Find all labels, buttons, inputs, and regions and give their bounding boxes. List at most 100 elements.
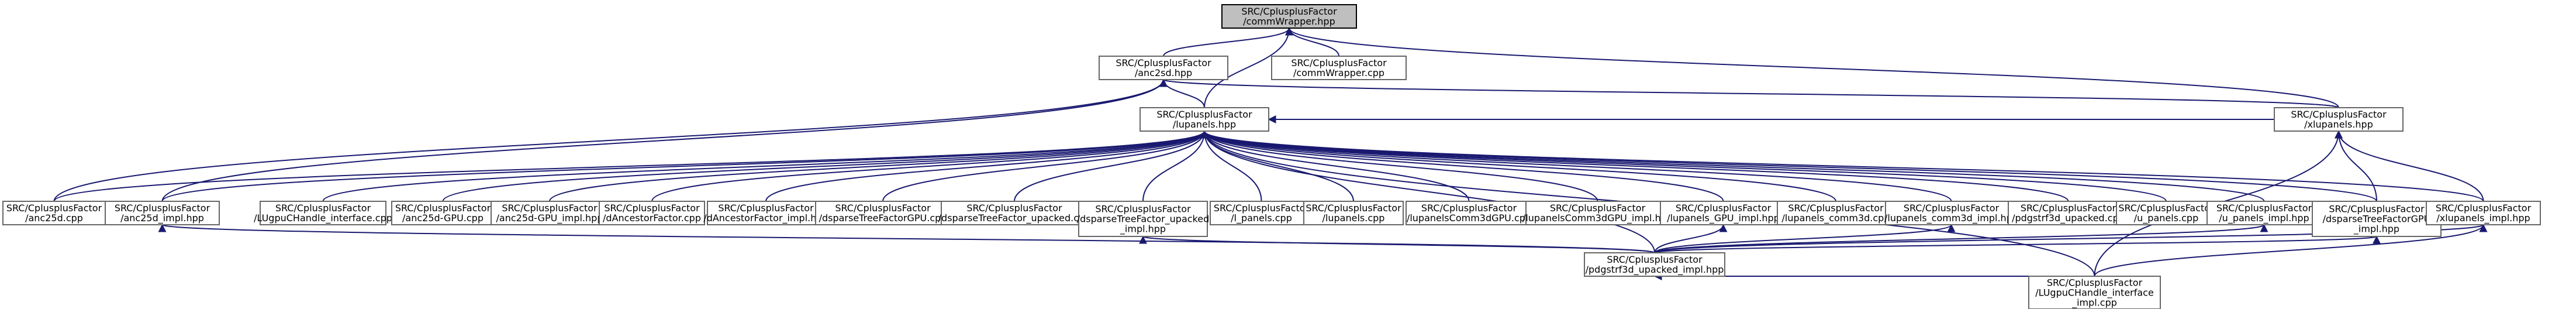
node-label: /lupanelsComm3dGPU.cpp <box>1407 212 1531 224</box>
node-l_ugpuchandle_cpp[interactable]: SRC/CplusplusFactor/LUgpuCHandle_interfa… <box>254 201 392 225</box>
edge-pdgstrf3d_upacked_cpp-to-lupanels_hpp <box>1200 130 2069 202</box>
edge-xlupanels_impl_hpp-to-lupanels_hpp <box>1200 130 2484 202</box>
edge-anc25d_impl_hpp-to-anc2sd_hpp <box>161 78 1168 202</box>
edge-lupanelscomm3dgpu_impl_hpp-to-lupanels_hpp <box>1200 130 1598 202</box>
node-lupanels_hpp[interactable]: SRC/CplusplusFactor/lupanels.hpp <box>1139 107 1269 132</box>
node-label: /dsparseTreeFactorGPU <box>2323 214 2431 225</box>
node-label: SRC/CplusplusFactor <box>502 202 598 214</box>
node-lupanels_cpp[interactable]: SRC/CplusplusFactor/lupanels.cpp <box>1303 201 1404 225</box>
node-label: SRC/CplusplusFactor <box>1306 202 1401 214</box>
node-lupanels_gpu_impl_hpp[interactable]: SRC/CplusplusFactor/lupanels_GPU_impl.hp… <box>1660 201 1787 225</box>
node-label: /dAncestorFactor_impl.hpp <box>703 212 828 224</box>
node-dancestorfactor_cpp[interactable]: SRC/CplusplusFactor/dAncestorFactor.cpp <box>599 201 705 225</box>
node-label: /lupanels.cpp <box>1322 212 1385 224</box>
node-label: /anc2sd.hpp <box>1135 67 1192 78</box>
node-u_panels_impl_hpp[interactable]: SRC/CplusplusFactor/u_panels_impl.hpp <box>2206 201 2322 225</box>
node-box[interactable] <box>1099 56 1228 80</box>
node-box[interactable] <box>707 201 825 225</box>
node-anc25d_gpu_cpp[interactable]: SRC/CplusplusFactor/anc25d-GPU.cpp <box>391 201 495 225</box>
node-commWrapper_hpp[interactable]: SRC/CplusplusFactor/commWrapper.hpp <box>1221 4 1357 29</box>
edge-lupanelscomm3dgpu_cpp-to-lupanels_hpp <box>1200 130 1470 202</box>
node-box[interactable] <box>1660 201 1787 225</box>
node-commWrapper_cpp[interactable]: SRC/CplusplusFactor/commWrapper.cpp <box>1271 56 1407 80</box>
node-label: /lupanels.hpp <box>1173 119 1236 130</box>
node-box[interactable] <box>2274 107 2404 132</box>
node-label: SRC/CplusplusFactor <box>1116 57 1211 68</box>
node-xlupanels_hpp[interactable]: SRC/CplusplusFactor/xlupanels.hpp <box>2274 107 2404 132</box>
node-dancestorfactor_impl_hpp[interactable]: SRC/CplusplusFactor/dAncestorFactor_impl… <box>703 201 828 225</box>
node-box[interactable] <box>1078 201 1208 237</box>
edge-l_panels_cpp-to-lupanels_hpp <box>1200 130 1262 202</box>
node-label: SRC/CplusplusFactor <box>718 202 814 214</box>
node-label: SRC/CplusplusFactor <box>1291 57 1387 68</box>
node-label: SRC/CplusplusFactor <box>1550 202 1646 214</box>
node-label: SRC/CplusplusFactor <box>1241 6 1337 17</box>
node-label: /xlupanels_impl.hpp <box>2436 212 2530 224</box>
node-box[interactable] <box>105 201 220 225</box>
node-label: _impl.cpp <box>2071 297 2117 309</box>
node-lupanelscomm3dgpu_impl_hpp[interactable]: SRC/CplusplusFactor/lupanelsComm3dGPU_im… <box>1522 201 1673 225</box>
edge-lupanels_comm3d_cpp-to-lupanels_hpp <box>1200 130 1836 202</box>
node-label: SRC/CplusplusFactor <box>2021 202 2116 214</box>
node-dsparsetreefactorgpu_cpp[interactable]: SRC/CplusplusFactor/dsparseTreeFactorGPU… <box>815 201 951 225</box>
edge-anc25d_impl_hpp-to-lupanels_hpp <box>161 130 1208 202</box>
node-u_panels_cpp[interactable]: SRC/CplusplusFactor/u_panels.cpp <box>2116 201 2216 225</box>
node-box[interactable] <box>1221 4 1357 29</box>
node-label: /anc25d.cpp <box>25 212 83 224</box>
node-box[interactable] <box>815 201 951 225</box>
node-label: SRC/CplusplusFactor <box>604 202 700 214</box>
edges-layer <box>53 27 2488 280</box>
node-box[interactable] <box>2 201 106 225</box>
node-anc2sd_hpp[interactable]: SRC/CplusplusFactor/anc2sd.hpp <box>1099 56 1228 80</box>
node-box[interactable] <box>2028 276 2161 309</box>
edge-l_ugpuchandle_cpp-to-lupanels_hpp <box>322 130 1208 202</box>
node-box[interactable] <box>1303 201 1404 225</box>
node-box[interactable] <box>1584 252 1725 277</box>
node-box[interactable] <box>599 201 705 225</box>
node-box[interactable] <box>2008 201 2129 225</box>
node-dsparsetreefactor_upacked_cpp[interactable]: SRC/CplusplusFactor/dsparseTreeFactor_up… <box>938 201 1091 225</box>
node-label: /u_panels_impl.hpp <box>2219 212 2309 224</box>
node-box[interactable] <box>1210 201 1313 225</box>
node-label: _impl.hpp <box>2353 224 2399 235</box>
node-label: SRC/CplusplusFactor <box>275 202 371 214</box>
node-xlupanels_impl_hpp[interactable]: SRC/CplusplusFactor/xlupanels_impl.hpp <box>2426 201 2541 225</box>
edge-anc25d_gpu_cpp-to-lupanels_hpp <box>442 130 1208 202</box>
node-label: /anc25d-GPU.cpp <box>402 212 484 224</box>
edge-pdgstrf3d_upacked_impl_hpp-to-lupanels_gpu_impl_hpp <box>1654 224 1728 253</box>
edge-dsparsetreefactorgpu_impl_hpp-to-xlupanels_hpp <box>2335 130 2377 202</box>
node-label: SRC/CplusplusFactor <box>1607 254 1703 265</box>
node-l_panels_cpp[interactable]: SRC/CplusplusFactor/l_panels.cpp <box>1210 201 1313 225</box>
node-dsparsetreefactor_upacked_impl_hpp[interactable]: SRC/CplusplusFactor/dsparseTreeFactor_up… <box>1077 201 1210 237</box>
edge-dsparsetreefactorgpu_cpp-to-lupanels_hpp <box>882 130 1208 202</box>
node-box[interactable] <box>260 201 386 225</box>
node-box[interactable] <box>1525 201 1670 225</box>
node-label: /dAncestorFactor.cpp <box>603 212 701 224</box>
node-box[interactable] <box>1139 107 1269 132</box>
node-label: SRC/CplusplusFactor <box>2291 109 2387 120</box>
node-lupanels_comm3d_cpp[interactable]: SRC/CplusplusFactor/lupanels_comm3d.cpp <box>1777 201 1895 225</box>
node-lupanels_comm3d_impl_hpp[interactable]: SRC/CplusplusFactor/lupanels_comm3d_impl… <box>1884 201 2018 225</box>
node-box[interactable] <box>2116 201 2216 225</box>
node-box[interactable] <box>2206 201 2322 225</box>
node-label: SRC/CplusplusFactor <box>115 202 210 214</box>
node-box[interactable] <box>491 201 609 225</box>
node-anc25d_cpp[interactable]: SRC/CplusplusFactor/anc25d.cpp <box>2 201 106 225</box>
node-dsparsetreefactorgpu_impl_hpp[interactable]: SRC/CplusplusFactor/dsparseTreeFactorGPU… <box>2312 201 2442 237</box>
node-label: SRC/CplusplusFactor <box>1156 109 1252 120</box>
node-box[interactable] <box>391 201 495 225</box>
node-lupanelscomm3dgpu_cpp[interactable]: SRC/CplusplusFactor/lupanelsComm3dGPU.cp… <box>1406 201 1532 225</box>
node-box[interactable] <box>1271 56 1407 80</box>
edge-anc25d_cpp-to-lupanels_hpp <box>53 130 1208 202</box>
node-label: SRC/CplusplusFactor <box>2118 202 2214 214</box>
node-box[interactable] <box>941 201 1088 225</box>
edge-lupanels_comm3d_impl_hpp-to-lupanels_hpp <box>1200 130 1952 202</box>
node-anc25d_impl_hpp[interactable]: SRC/CplusplusFactor/anc25d_impl.hpp <box>105 201 220 225</box>
node-pdgstrf3d_upacked_impl_hpp[interactable]: SRC/CplusplusFactor/pdgstrf3d_upacked_im… <box>1584 252 1725 277</box>
node-pdgstrf3d_upacked_cpp[interactable]: SRC/CplusplusFactor/pdgstrf3d_upacked.cp… <box>2008 201 2129 225</box>
node-box[interactable] <box>2426 201 2541 225</box>
edge-anc25d_gpu_impl_hpp-to-lupanels_hpp <box>549 130 1208 202</box>
node-ilugpuchandle_impl_cpp[interactable]: SRC/CplusplusFactor/LUgpuCHandle_interfa… <box>2028 276 2161 309</box>
node-anc25d_gpu_impl_hpp[interactable]: SRC/CplusplusFactor/anc25d-GPU_impl.hpp <box>491 201 609 225</box>
